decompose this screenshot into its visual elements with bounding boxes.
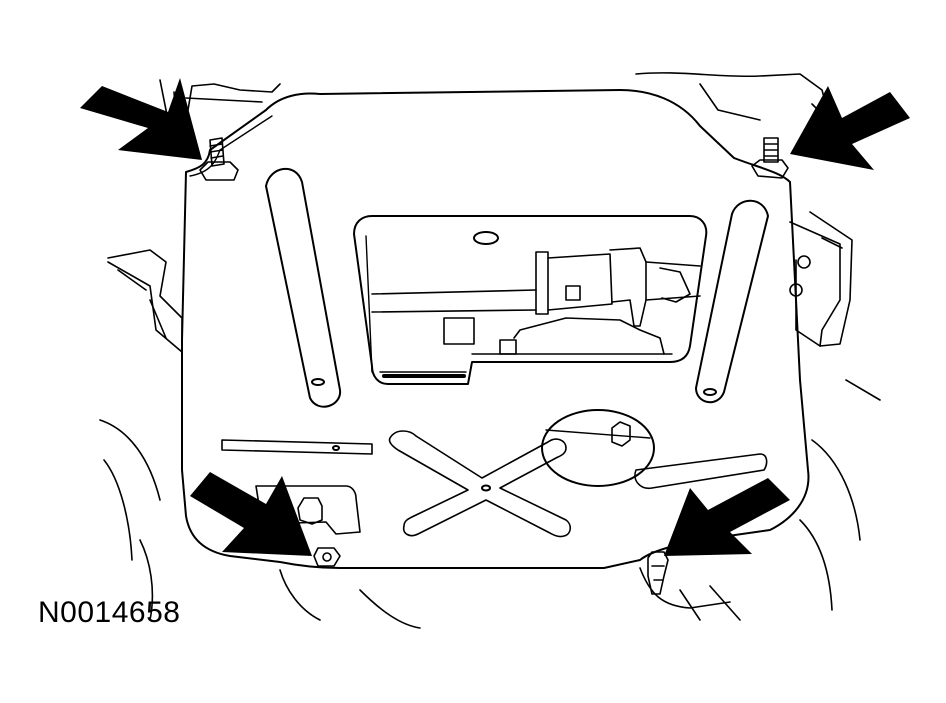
starter-nose <box>609 247 647 327</box>
right-frame-inner <box>699 83 821 121</box>
left-lower-access-recess <box>255 485 361 535</box>
lower-left-fastener <box>313 547 341 567</box>
right-rib <box>695 199 769 403</box>
access-window-inner <box>365 235 673 373</box>
bottom-exhaust-left <box>279 569 421 629</box>
right-mount-hole-upper <box>797 255 811 269</box>
right-suspension-arm <box>789 211 853 347</box>
starter-bracket <box>659 267 691 303</box>
starter-body <box>535 251 549 315</box>
lower-right-fastener <box>647 551 669 595</box>
lower-left-nut <box>313 547 341 567</box>
left-rib-hole <box>311 378 325 386</box>
starter-solenoid <box>547 253 613 311</box>
left-lower-structure <box>99 419 161 621</box>
callout-arrows <box>80 78 910 556</box>
lower-rib-hole <box>332 445 340 451</box>
fasteners <box>199 137 789 595</box>
upper-left-nut <box>199 161 239 181</box>
starter-terminal <box>565 285 581 301</box>
x-emboss-center-hole <box>481 484 491 492</box>
right-lower-structure <box>799 379 881 611</box>
left-lower-bolt <box>297 497 323 525</box>
starter-bolt <box>499 339 517 355</box>
round-cover-line <box>545 429 651 439</box>
splash-shield <box>181 89 810 569</box>
round-access-cover <box>541 409 655 487</box>
lower-left-nut-center <box>322 552 332 562</box>
lower-rib-left <box>221 439 373 455</box>
left-rib <box>265 167 342 408</box>
right-frame-rail <box>635 72 831 121</box>
arrow-icon <box>664 478 790 556</box>
access-window <box>353 215 708 385</box>
round-cover-bolt <box>611 421 631 447</box>
upper-right-stud-threads <box>763 137 779 163</box>
upper-right-fastener <box>751 137 789 179</box>
starter-motor <box>371 247 701 355</box>
left-suspension-arm <box>107 249 183 353</box>
right-lower-rib <box>634 453 768 490</box>
right-rib-hole <box>703 388 717 396</box>
x-emboss <box>388 430 572 538</box>
background-structure <box>99 72 881 629</box>
lower-right-clip-line <box>651 565 665 581</box>
upper-right-nut <box>751 159 789 179</box>
window-tab-hole <box>473 231 499 245</box>
upper-left-stud-threads <box>209 137 225 167</box>
arrow-icon <box>80 78 202 160</box>
shield-outline <box>181 89 810 569</box>
upper-left-fastener <box>199 137 239 181</box>
figure-id-label: N0014658 <box>38 596 181 629</box>
lower-right-clip <box>647 551 669 595</box>
starter-housing-line <box>371 261 701 313</box>
right-suspension-arm-inner <box>795 237 843 347</box>
arrow-icon <box>790 86 910 170</box>
starter-rect-feature <box>443 317 475 345</box>
left-suspension-arm-inner <box>117 269 167 339</box>
arrow-icon <box>190 472 312 556</box>
starter-lower-body <box>513 317 665 355</box>
bottom-exhaust-right <box>639 567 741 621</box>
